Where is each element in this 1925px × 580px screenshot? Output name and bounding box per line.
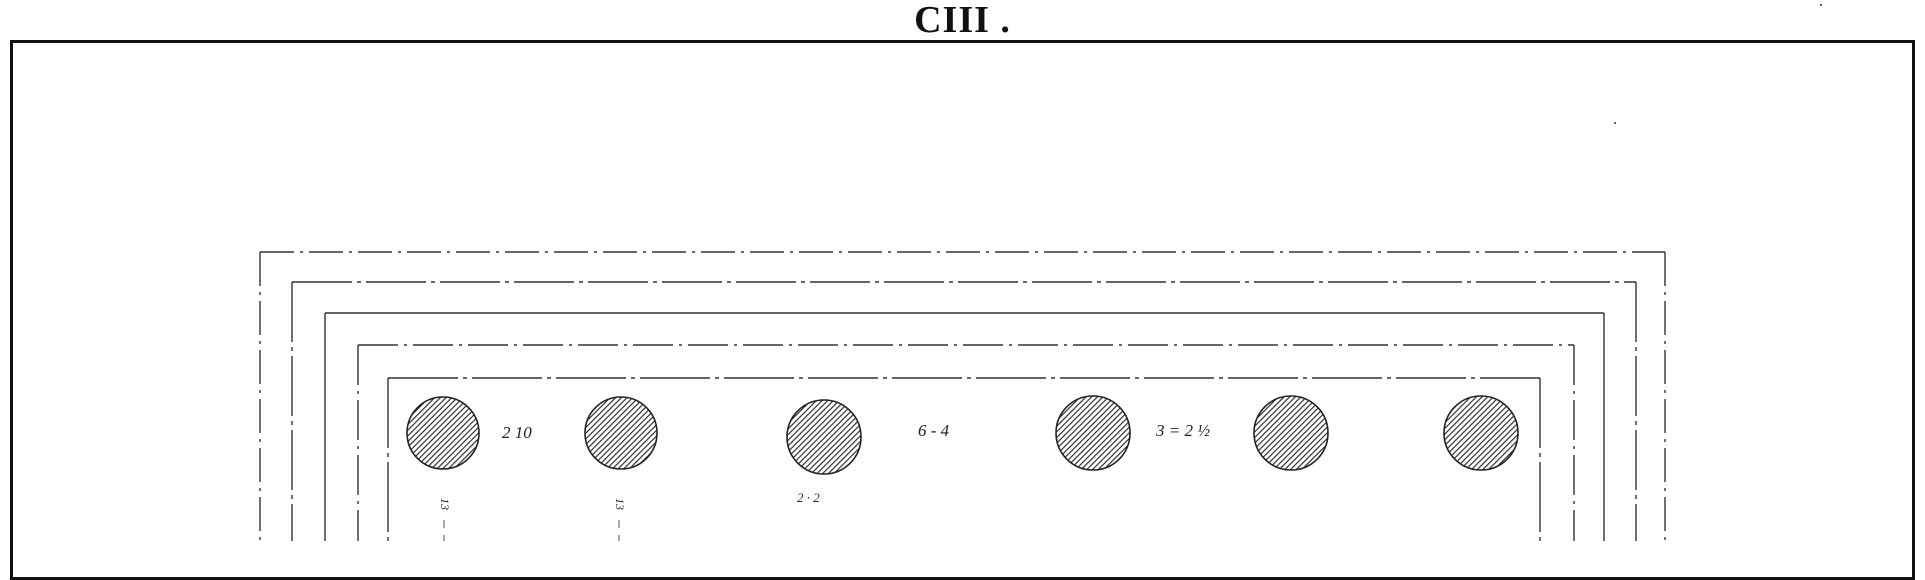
stray-mark [1614,122,1616,124]
column-4 [1055,395,1131,471]
column-5 [1253,395,1329,471]
outer-wall-line-3 [324,312,1605,541]
column-2 [584,396,658,470]
columns [406,395,1519,475]
column-6 [1443,395,1519,471]
column-3 [786,399,862,475]
column-1 [406,396,480,470]
dimension-label-vertical-1: 13 [438,498,452,510]
outer-wall-line-2 [291,281,1637,541]
column-plan-drawing [259,251,1666,541]
dimension-label-3: 3 = 2 ½ [1156,421,1210,440]
dimension-ticks [443,520,620,541]
dimension-label-1: 2 10 [502,423,532,442]
stray-mark [1820,4,1822,6]
outer-wall-line-4 [357,344,1575,541]
dimension-label-vertical-2: 13 [613,498,627,510]
dimension-label-4: 2 · 2 [797,490,820,505]
dimension-label-2: 6 - 4 [918,421,950,440]
plate-title: CIII . [914,0,1011,41]
inner-wall-line [387,377,1541,541]
outer-wall-line-1 [259,251,1666,541]
